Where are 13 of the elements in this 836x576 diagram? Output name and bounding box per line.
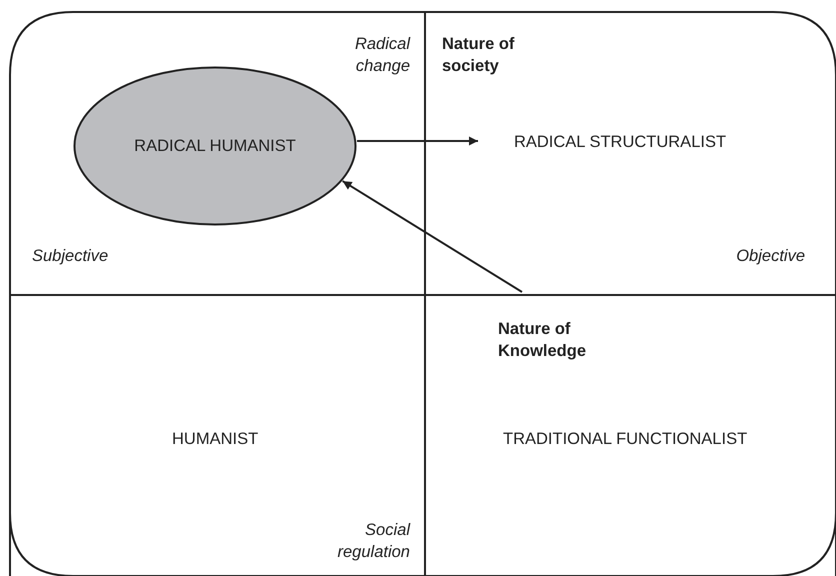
axis-label: Subjective: [32, 246, 108, 267]
node-label: RADICAL HUMANIST: [134, 136, 296, 157]
axis-label: Radical change: [354, 34, 410, 77]
quadrant-label: TRADITIONAL FUNCTIONALIST: [503, 429, 748, 450]
arrow: [342, 180, 523, 293]
axis-label: Objective: [736, 246, 805, 267]
node-label: RADICAL STRUCTURALIST: [514, 132, 726, 153]
arrow: [357, 136, 478, 146]
axis-title: Nature of society: [442, 34, 516, 77]
ellipse-node: [73, 66, 357, 226]
axis-label: Social regulation: [336, 520, 410, 563]
axis-title: Nature of Knowledge: [498, 319, 588, 362]
quadrant-label: HUMANIST: [172, 429, 258, 450]
